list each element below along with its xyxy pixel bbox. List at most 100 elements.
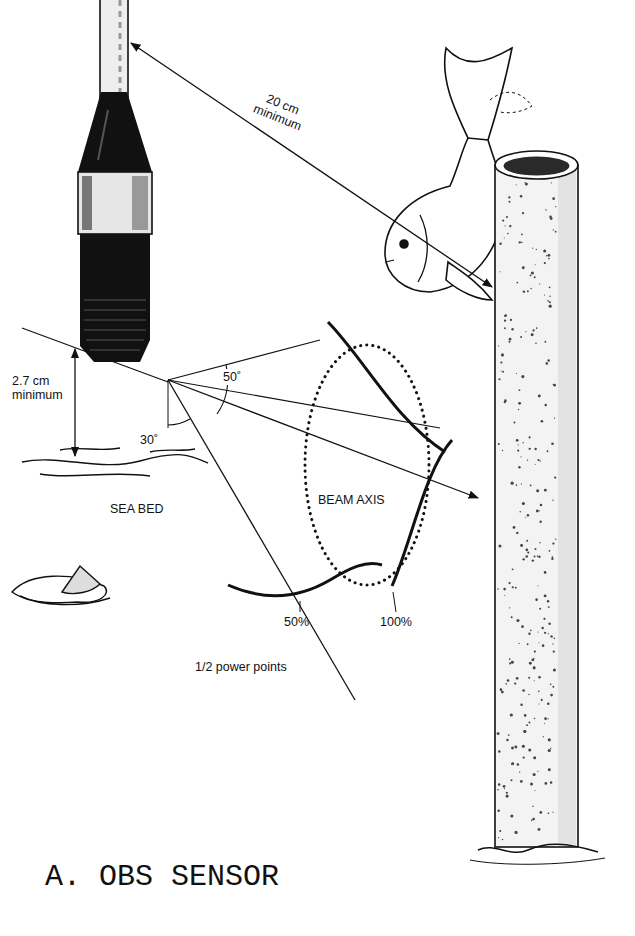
pipe-speckle <box>532 818 535 821</box>
pipe-speckle <box>550 748 551 749</box>
pipe-speckle <box>553 229 554 230</box>
pipe-speckle <box>532 329 534 331</box>
pipe-speckle <box>532 805 533 806</box>
pipe-speckle <box>502 371 504 373</box>
pipe-speckle <box>535 598 538 601</box>
pipe-speckle <box>508 582 510 584</box>
pipe-speckle <box>548 623 551 626</box>
dimension-label: 20 cm minimum <box>243 84 318 138</box>
pipe-speckle <box>539 703 540 704</box>
pipe-speckle <box>544 341 546 343</box>
pipe-speckle <box>509 225 511 227</box>
pipe-speckle <box>540 504 543 507</box>
pipe-speckle <box>498 378 500 380</box>
pipe-speckle <box>518 444 519 445</box>
pipe-speckle <box>532 248 533 249</box>
pipe-speckle <box>514 682 516 684</box>
pipe-speckle <box>525 517 526 518</box>
pipe-speckle <box>520 703 522 705</box>
pipe-speckle <box>538 690 540 692</box>
pipe-opening <box>504 157 570 176</box>
pipe-speckle <box>550 217 553 220</box>
pipe-speckle <box>549 295 550 296</box>
pipe-speckle <box>528 677 530 679</box>
beam-line <box>168 380 440 428</box>
pipe-speckle <box>538 556 540 558</box>
pipe-speckle <box>539 608 541 610</box>
fish-eye <box>400 240 408 248</box>
pipe-speckle <box>549 550 551 552</box>
sensor-threads <box>84 300 146 350</box>
pipe-speckle <box>530 275 532 277</box>
power-label: 50% <box>284 615 309 629</box>
pipe-speckle <box>547 300 549 302</box>
fish-mouth <box>386 260 394 262</box>
pipe-speckle <box>513 422 515 424</box>
pipe-speckle <box>529 436 531 438</box>
pipe-speckle <box>507 679 510 682</box>
pipe-speckle <box>520 195 523 198</box>
pipe-speckle <box>542 644 545 647</box>
pipe-speckle <box>511 779 513 781</box>
fish-tail <box>445 48 512 140</box>
pipe-speckle <box>500 689 503 692</box>
pipe-speckle <box>512 568 514 570</box>
pipe-speckle <box>547 254 550 257</box>
pipe-speckle <box>547 600 549 602</box>
pipe-speckle <box>498 837 499 838</box>
pipe-speckle <box>512 586 514 588</box>
pipe-speckle <box>518 402 521 405</box>
pipe-speckle <box>544 262 546 264</box>
pipe-speckle <box>516 484 518 486</box>
pipe-speckle <box>505 683 507 685</box>
pipe-speckle <box>526 549 529 552</box>
pipe-speckle <box>520 780 523 783</box>
pipe-speckle <box>552 499 553 500</box>
pipe-speckle <box>523 756 525 758</box>
pipe-speckle <box>547 359 550 362</box>
pipe-speckle <box>498 545 501 548</box>
pipe-speckle <box>533 773 536 776</box>
pipe-speckle <box>515 587 517 589</box>
pipe-speckle <box>552 542 554 544</box>
pipe-speckle <box>539 283 540 284</box>
pipe-speckle <box>552 643 553 644</box>
pipe-speckle <box>544 717 547 720</box>
pipe-speckle <box>551 182 552 183</box>
pipe-speckle <box>520 544 523 547</box>
pipe-speckle <box>544 594 547 597</box>
pipe-speckle <box>522 266 525 269</box>
pipe-speckle <box>510 815 513 818</box>
pipe-speckle <box>529 448 531 450</box>
pipe-speckle <box>534 718 536 720</box>
pipe-speckle <box>530 484 532 486</box>
pipe-speckle <box>547 718 548 719</box>
pipe-speckle <box>548 258 550 260</box>
band-shade <box>132 176 148 230</box>
pipe-speckle <box>527 290 529 292</box>
pipe-speckle <box>535 264 536 265</box>
dimension-line <box>131 43 492 287</box>
dimension-label: 2.7 cm minimum <box>12 374 70 403</box>
pipe-speckle <box>524 714 527 717</box>
pipe-speckle <box>521 234 523 236</box>
beam-pattern <box>168 322 478 700</box>
pipe-speckle <box>534 680 535 681</box>
pipe-speckle <box>504 788 505 789</box>
pipe-speckle <box>497 588 499 590</box>
pipe-speckle <box>502 220 504 222</box>
pipe-speckle <box>502 450 503 451</box>
cable-shade <box>119 0 122 96</box>
sensor-cable <box>100 0 128 100</box>
pipe-speckle <box>534 790 535 791</box>
pipe-speckle <box>528 721 530 723</box>
pipe-speckle <box>544 489 547 492</box>
pipe-speckle <box>527 552 529 554</box>
pipe-speckle <box>516 373 517 374</box>
pipe-speckle <box>533 666 536 669</box>
pipe-speckle <box>539 542 541 544</box>
pipe-speckle <box>522 212 524 214</box>
pipe-speckle <box>523 730 526 733</box>
pipe-speckle <box>541 699 543 701</box>
angle-label: 50˚ <box>221 369 243 385</box>
